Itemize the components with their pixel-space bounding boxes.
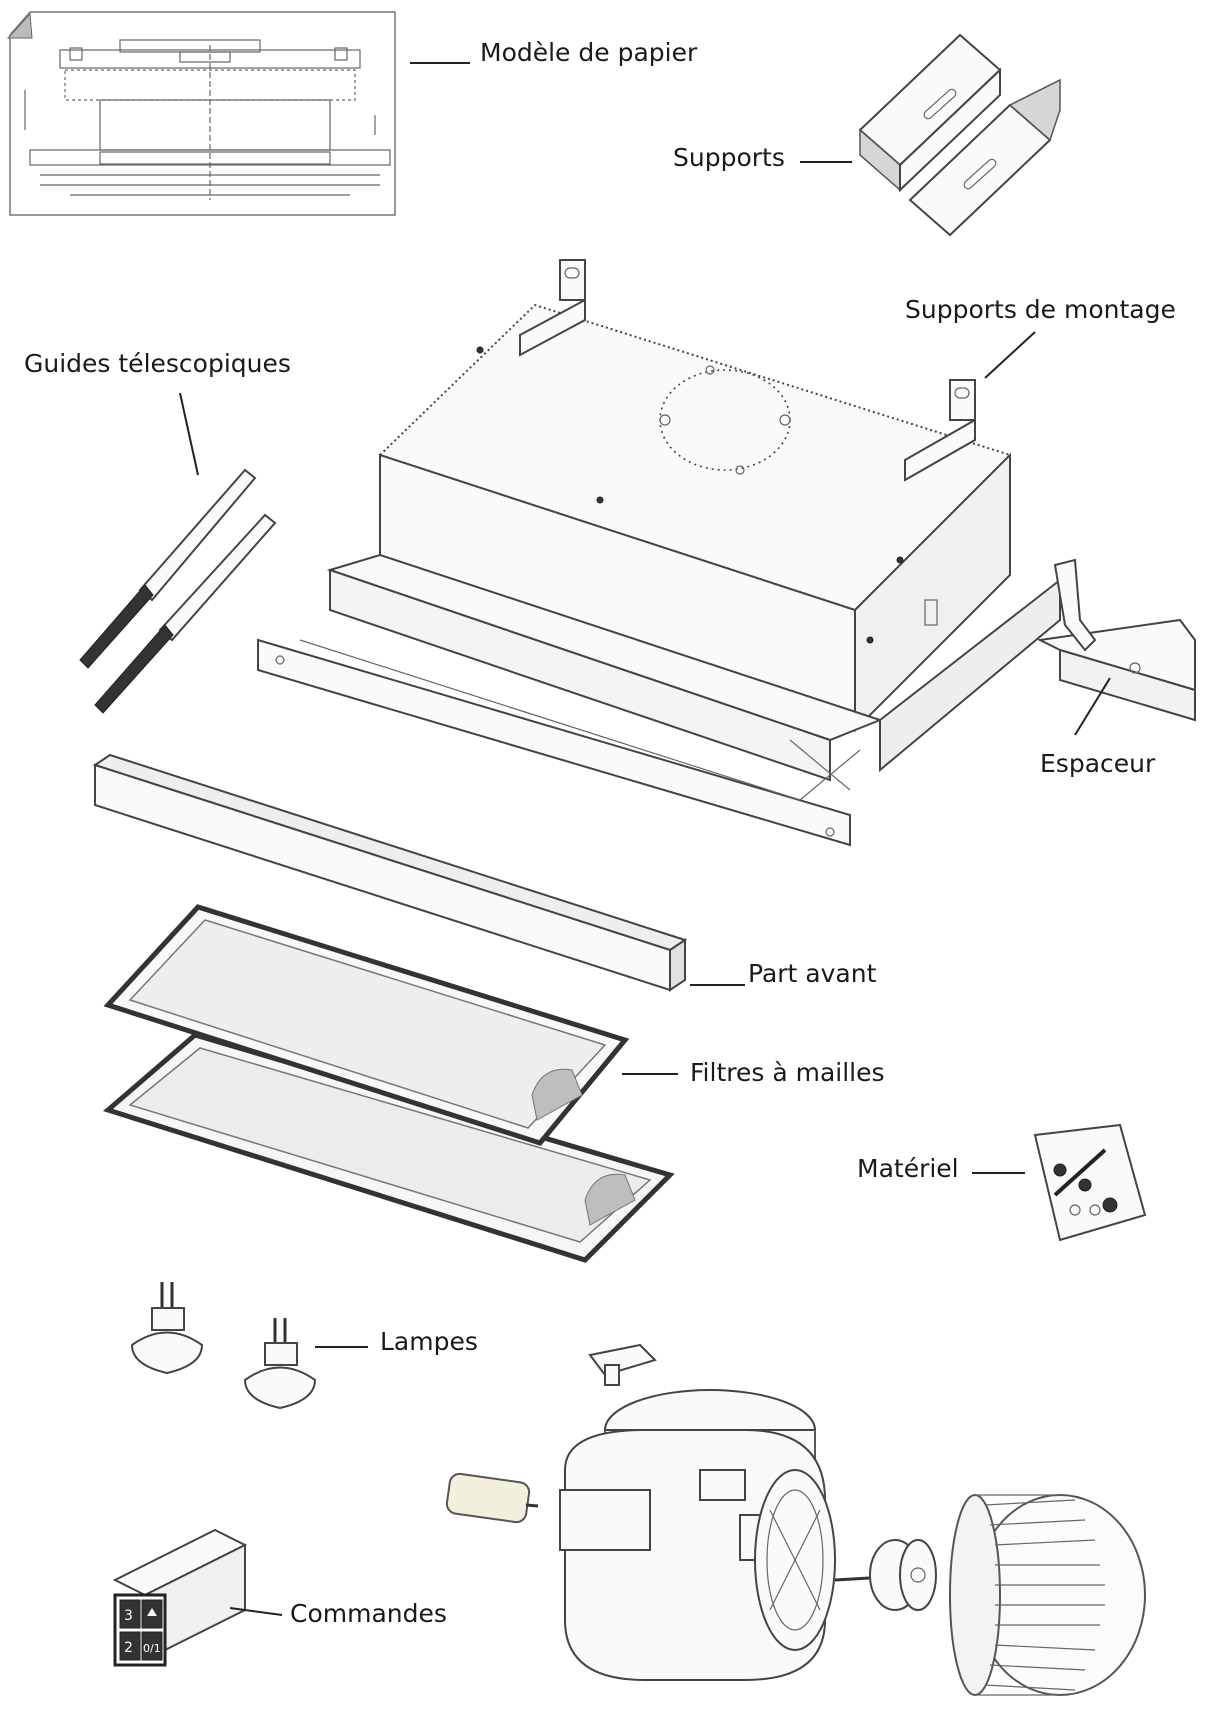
lamp-2-drawing — [243, 1318, 317, 1410]
telescopic-guides-drawing — [79, 468, 277, 714]
label-lamps: Lampes — [380, 1327, 478, 1356]
fan-motor-drawing — [834, 1539, 937, 1611]
key-3: 3 — [124, 1608, 133, 1624]
key-2: 2 — [124, 1640, 133, 1656]
label-telescopic-guides: Guides télescopiques — [24, 349, 291, 378]
hardware-bag-drawing — [1033, 1123, 1147, 1242]
label-mounting-brackets: Supports de montage — [905, 295, 1176, 324]
leader-spacer — [1074, 677, 1111, 736]
label-supports: Supports — [673, 143, 785, 172]
controls-drawing: 3 2 0/1 — [112, 1528, 248, 1667]
fan-wheel-drawing — [949, 1494, 1146, 1696]
hood-body-drawing — [257, 259, 1061, 847]
capacitor-drawing — [445, 1472, 539, 1524]
label-hardware: Matériel — [857, 1154, 959, 1183]
leader-controls — [229, 1607, 283, 1616]
arrow-up-icon — [147, 1608, 157, 1616]
label-paper-template: Modèle de papier — [480, 38, 698, 67]
label-controls: Commandes — [290, 1599, 447, 1628]
mesh-filters-drawing — [102, 904, 675, 1263]
label-mesh-filters: Filtres à mailles — [690, 1058, 885, 1087]
supports-drawing — [858, 33, 1061, 237]
leader-mounting-brackets — [984, 331, 1036, 379]
blower-assembly-drawing — [559, 1343, 836, 1681]
label-spacer: Espaceur — [1040, 749, 1156, 778]
front-part-drawing — [92, 753, 688, 992]
paper-template-drawing — [6, 11, 396, 216]
key-power: 0/1 — [143, 1642, 161, 1655]
leader-telescopic-guides — [179, 392, 199, 476]
spacer-drawing — [1036, 558, 1196, 722]
label-front-part: Part avant — [748, 959, 877, 988]
lamp-1-drawing — [130, 1282, 204, 1375]
